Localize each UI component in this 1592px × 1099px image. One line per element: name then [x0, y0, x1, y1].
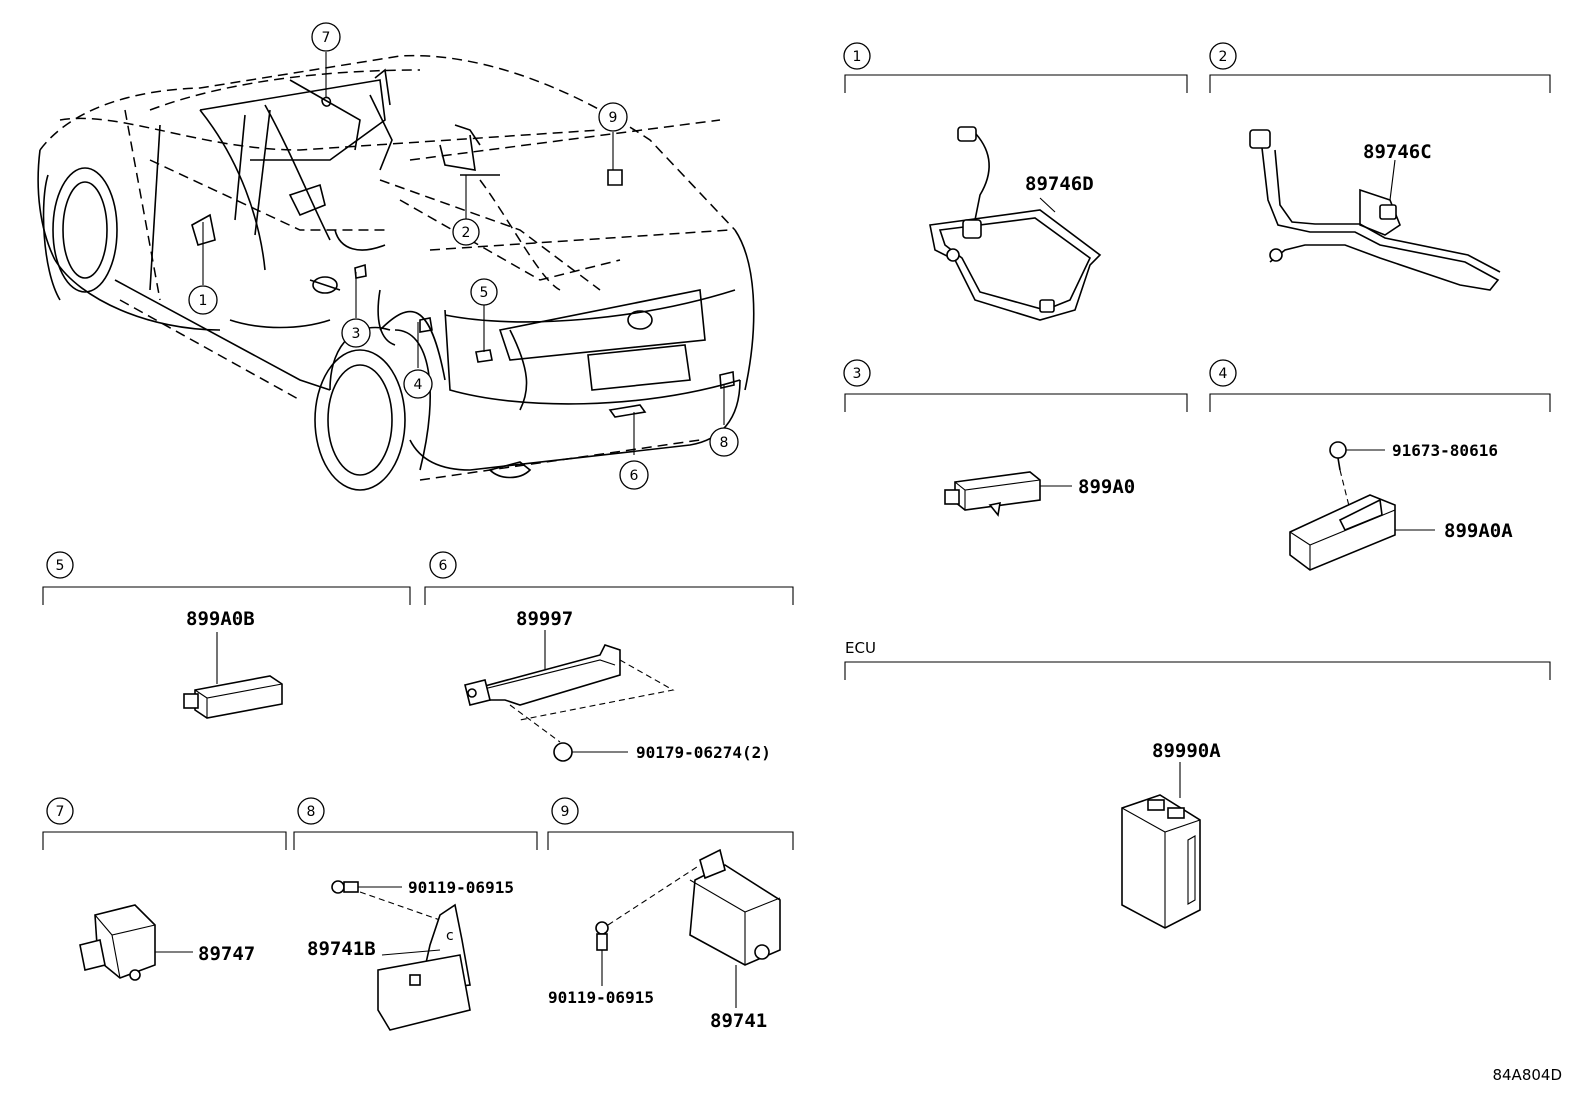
- section-4: 4 91673-80616 899A0A: [1209, 359, 1551, 571]
- car-callouts: 7 9 2 1 3 5 4 6 8: [188, 22, 739, 490]
- section-number: 4: [1219, 366, 1228, 382]
- callout-number: 9: [609, 110, 618, 126]
- callout-number: 2: [462, 225, 471, 241]
- car-callout: 3: [341, 318, 371, 348]
- module-89741: [595, 848, 781, 1008]
- car-callout: 1: [188, 285, 218, 315]
- part-number: 89746C: [1363, 141, 1432, 163]
- part-number: 89990A: [1152, 740, 1221, 762]
- callout-number: 3: [352, 326, 361, 342]
- car-callout: 4: [403, 369, 433, 399]
- ecu-89990A: [1121, 762, 1201, 929]
- part-number: 89746D: [1025, 173, 1094, 195]
- module-89741B: c: [331, 880, 471, 1031]
- bracket-899A0A: [1289, 441, 1435, 571]
- part-number: 89741: [710, 1010, 767, 1032]
- section-number: 5: [56, 558, 65, 574]
- section-7: 7 89747: [42, 797, 287, 981]
- section-5: 5 899A0B: [42, 551, 411, 719]
- section-1: 1 89746D: [843, 42, 1188, 321]
- part-number: 89741B: [307, 938, 376, 960]
- car-callout: 6: [619, 460, 649, 490]
- part-number: 90119-06915: [408, 878, 514, 897]
- part-number: 899A0A: [1444, 520, 1513, 542]
- car-callout: 8: [709, 427, 739, 457]
- section-8: 8 c 90119-06915 89741B: [293, 797, 538, 1031]
- part-number: 89997: [516, 608, 573, 630]
- car-callout: 7: [311, 22, 341, 52]
- antenna-cable-89746D: [929, 126, 1102, 321]
- antenna-cable-89746C: [1249, 129, 1501, 291]
- callout-number: 6: [630, 468, 639, 484]
- section-number: 6: [439, 558, 448, 574]
- callout-number: 7: [322, 30, 331, 46]
- section-ecu: ECU 89990A: [844, 639, 1551, 929]
- section-number: 3: [853, 366, 862, 382]
- car-callout: 2: [452, 218, 480, 246]
- part-number: 90179-06274(2): [636, 743, 771, 762]
- diagram-code: 84A804D: [1492, 1066, 1562, 1084]
- section-9: 9 90119-06915 89741: [547, 797, 794, 1032]
- svg-text:c: c: [446, 928, 454, 944]
- sensor-89747: [79, 904, 193, 981]
- part-number: 899A0B: [186, 608, 255, 630]
- section-number: 2: [1219, 49, 1228, 65]
- section-number: 9: [561, 804, 570, 820]
- part-number: 899A0: [1078, 476, 1135, 498]
- section-3: 3 899A0: [843, 359, 1188, 517]
- section-number: 8: [307, 804, 316, 820]
- car-illustration: [37, 52, 755, 491]
- oscillator-899A0: [944, 471, 1072, 517]
- car-callout: 5: [470, 278, 498, 306]
- callout-number: 1: [199, 293, 208, 309]
- callout-number: 4: [414, 377, 423, 393]
- part-number: 89747: [198, 943, 255, 965]
- ecu-label: ECU: [845, 639, 876, 657]
- callout-number: 8: [720, 435, 729, 451]
- section-number: 1: [853, 49, 862, 65]
- section-6: 6 89997 90179-06274(2): [424, 551, 794, 762]
- part-number: 90119-06915: [548, 988, 654, 1007]
- section-number: 7: [56, 804, 65, 820]
- section-2: 2 89746C: [1209, 42, 1551, 291]
- bracket-89997: [464, 630, 675, 762]
- car-callout: 9: [598, 102, 628, 132]
- part-number: 91673-80616: [1392, 441, 1498, 460]
- callout-number: 5: [480, 285, 489, 301]
- oscillator-899A0B: [183, 632, 283, 719]
